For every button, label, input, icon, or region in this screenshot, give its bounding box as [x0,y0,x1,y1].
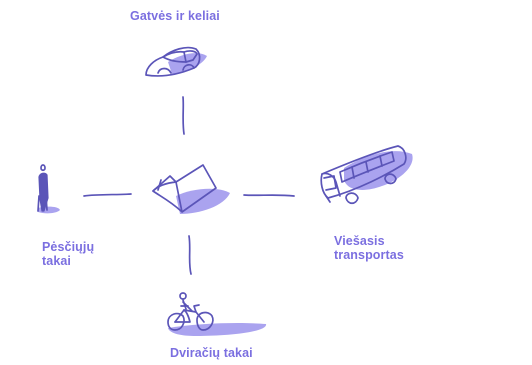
connector-right [244,195,294,196]
pedestrian-icon [38,165,60,213]
label-transport: Viešasis transportas [334,234,404,262]
label-pedestrian-line-1: Pėsčiųjų [42,240,94,254]
car-icon [146,48,207,76]
bicycle-icon [168,293,266,336]
connector-top [183,97,184,134]
label-pedestrian-line-2: takai [42,254,94,268]
label-transport-line-2: transportas [334,248,404,262]
connector-bottom [189,236,191,274]
bus-icon [321,146,412,203]
house-icon [153,165,230,214]
connector-left [84,194,131,196]
label-pedestrian: Pėsčiųjų takai [42,240,94,268]
label-transport-line-1: Viešasis [334,234,404,248]
label-bike: Dviračių takai [170,346,253,360]
label-streets: Gatvės ir keliai [130,9,220,23]
